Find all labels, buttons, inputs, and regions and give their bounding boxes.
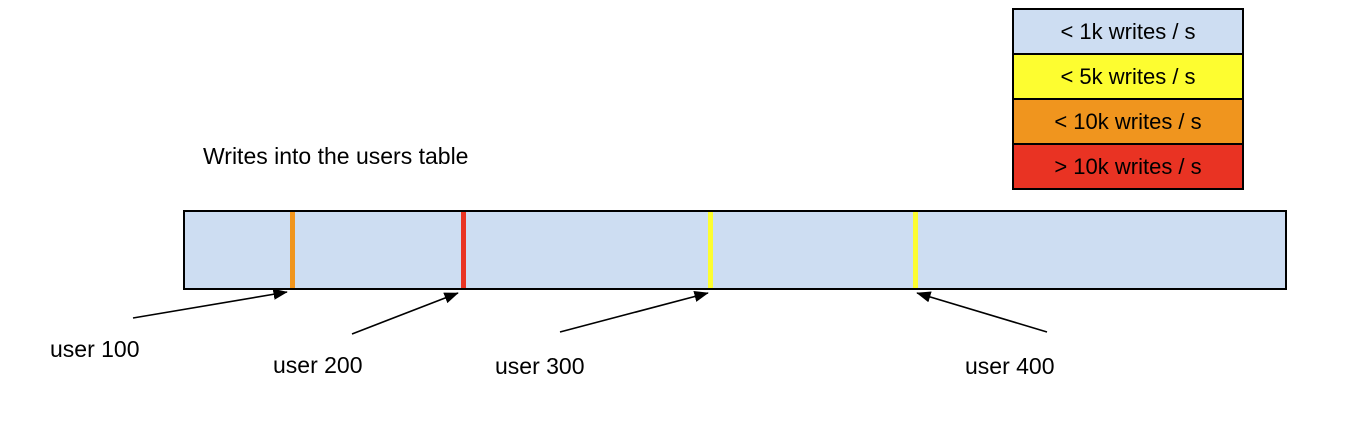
stripe-user-100 — [290, 212, 295, 288]
label-user-400: user 400 — [965, 353, 1055, 379]
stripe-user-300 — [708, 212, 713, 288]
label-user-200: user 200 — [273, 352, 363, 378]
arrow-user-300 — [559, 291, 709, 333]
legend-row-lt-10k: < 10k writes / s — [1012, 98, 1244, 145]
label-user-300: user 300 — [495, 353, 585, 379]
diagram-title: Writes into the users table — [203, 143, 469, 169]
stripe-user-400 — [913, 212, 918, 288]
users-table-bar — [183, 210, 1287, 290]
label-user-100: user 100 — [50, 336, 140, 362]
legend-row-gt-10k: > 10k writes / s — [1012, 143, 1244, 190]
arrow-user-100 — [132, 288, 288, 319]
arrow-user-200 — [351, 292, 459, 335]
legend-row-lt-5k: < 5k writes / s — [1012, 53, 1244, 100]
stripe-user-200 — [461, 212, 466, 288]
write-rate-legend: < 1k writes / s < 5k writes / s < 10k wr… — [1012, 8, 1244, 190]
arrow-user-400 — [916, 291, 1048, 333]
legend-row-lt-1k: < 1k writes / s — [1012, 8, 1244, 55]
